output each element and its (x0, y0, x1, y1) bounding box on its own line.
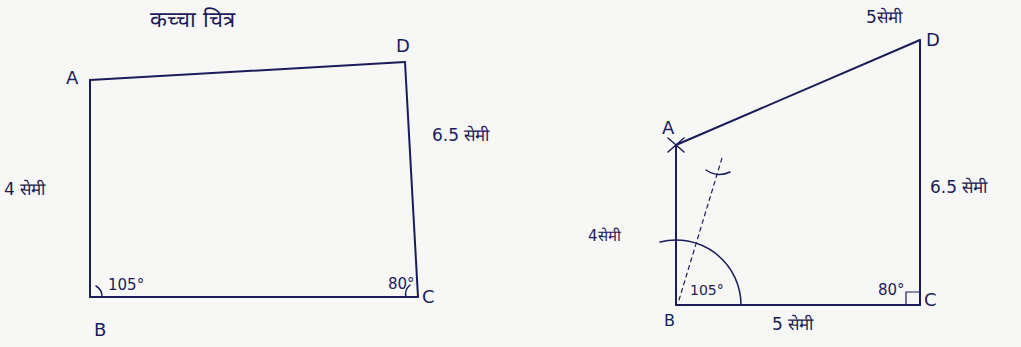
figure-label: 4सेमी (588, 228, 621, 245)
figure-label: B (664, 312, 675, 330)
figure-label: 5सेमी (866, 8, 902, 27)
figure-label: B (94, 320, 106, 340)
figure-label: 105° (690, 283, 724, 298)
figure-label: 6.5 सेमी (432, 126, 489, 145)
figure-label: 6.5 सेमी (930, 178, 987, 197)
figure-label: C (924, 290, 937, 310)
figure-label: D (396, 36, 410, 56)
figure-label: A (66, 68, 78, 88)
figure-label: 5 सेमी (772, 315, 813, 334)
figure-label: C (422, 287, 435, 307)
figure-label: 4 सेमी (4, 180, 45, 199)
figure-label: 80° (388, 276, 415, 293)
figure-label: कच्चा चित्र (150, 8, 235, 32)
figure-label: 105° (108, 277, 144, 294)
figure-label: A (662, 118, 674, 138)
figure-label: D (926, 30, 940, 50)
figure-label: 80° (878, 282, 905, 299)
